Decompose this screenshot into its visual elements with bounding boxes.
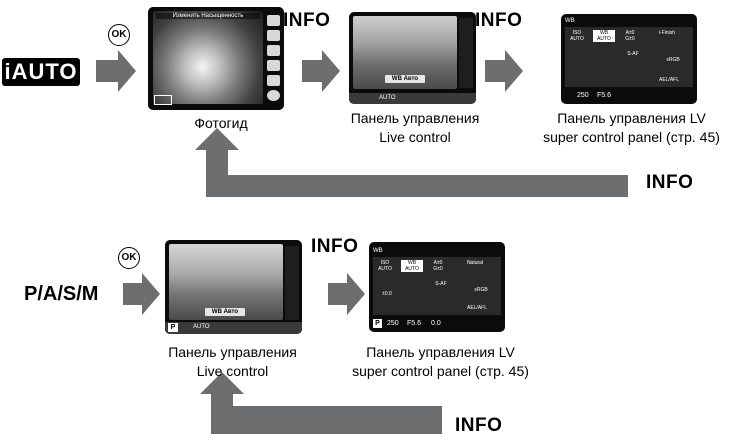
natural-cell: Natural [466, 260, 484, 266]
live-control-screen-bottom: WB Авто P AUTO [165, 240, 302, 334]
caption-line-1: Панель управления LV [557, 110, 706, 126]
exposure-value: 0.0 [431, 320, 441, 327]
pasm-mode-label: P/A/S/M [24, 283, 99, 305]
saf-cell: S-AF [627, 51, 639, 57]
flash-comp-cell: ±0.0 [382, 291, 392, 297]
arrow-live-to-super-bottom [328, 273, 365, 315]
bottom-mode-text: AUTO [193, 324, 210, 330]
live-control-screen: WB Авто AUTO [349, 12, 476, 104]
return-loop-top [195, 128, 628, 197]
arrow-live-to-super [485, 50, 523, 92]
saturation-icon [267, 15, 280, 26]
caption-photo-guide: Фотогид [194, 115, 248, 131]
panel-header: WB [373, 248, 383, 254]
aelafl-cell: AEL/AFL [658, 77, 679, 83]
caption-line-2: Live control [196, 363, 269, 379]
ok-button-icon-bottom: OK [118, 247, 140, 269]
caption-line-2: Live control [379, 129, 451, 145]
return-loop-bottom [200, 372, 442, 434]
srgb-cell: sRGB [666, 57, 680, 63]
shutter-value: 250 [577, 92, 589, 99]
live-control-icons [459, 18, 473, 88]
arrow-iauto-to-guide [96, 50, 136, 92]
info-return-label-top: INFO [646, 172, 694, 193]
arrow-guide-to-live [302, 50, 340, 92]
info-button-label-2: INFO [475, 10, 523, 31]
wb-label: WB Авто [385, 75, 425, 83]
iauto-mode-badge: iAUTO [2, 58, 80, 86]
aperture-value: F5.6 [597, 92, 612, 99]
caption-super-control-top: Панель управления LV super control panel… [529, 109, 734, 147]
live-control-icons-bottom [285, 246, 299, 320]
p-mode-icon-panel: P [373, 319, 382, 328]
aelafl-cell: AEL/AFL [466, 305, 487, 311]
caption-line-2: super control panel (стр. 45) [543, 129, 720, 145]
motion-icon [267, 75, 280, 86]
color-icon [267, 30, 280, 41]
caption-line-1: Панель управления LV [366, 344, 515, 360]
info-return-label-bottom: INFO [455, 415, 503, 436]
live-control-bottom-bar-2: P AUTO [165, 322, 302, 334]
srgb-cell: sRGB [474, 287, 488, 293]
panel-header: WB [565, 18, 575, 24]
caption-line-1: Панель управления [350, 110, 480, 126]
guide-options-column [267, 15, 280, 105]
p-mode-icon: P [168, 323, 178, 332]
finish-cell: i-Finish [658, 30, 676, 36]
caption-super-control-bottom: Панель управления LV super control panel… [338, 343, 543, 381]
background-blur-icon [267, 60, 280, 71]
girl-reading-photo-bottom [169, 244, 283, 320]
guide-header: Изменить Насыщенность [156, 13, 260, 19]
info-button-label-bottom: INFO [311, 236, 359, 257]
photo-guide-screen: Изменить Насыщенность [148, 7, 284, 110]
ok-button-icon: OK [108, 24, 130, 46]
caption-line-1: Панель управления [168, 344, 297, 360]
live-control-bottom-bar: AUTO [349, 93, 476, 104]
saf-cell: S-AF [435, 281, 447, 287]
mode-indicator-icon [154, 95, 172, 105]
caption-line-2: super control panel (стр. 45) [352, 363, 529, 379]
aperture-value: F5.6 [407, 320, 422, 327]
wb-label-bottom: WB Авто [205, 308, 245, 316]
info-button-label-1: INFO [283, 10, 331, 31]
flower-photo [153, 11, 263, 104]
shutter-value: 250 [387, 320, 399, 327]
brightness-icon [267, 45, 280, 56]
bottom-mode-text: AUTO [379, 95, 396, 101]
caption-live-control-top: Панель управления Live control [335, 109, 495, 147]
caption-live-control-bottom: Панель управления Live control [150, 343, 315, 381]
tips-icon [267, 90, 280, 101]
arrow-pasm-to-live [123, 273, 160, 315]
